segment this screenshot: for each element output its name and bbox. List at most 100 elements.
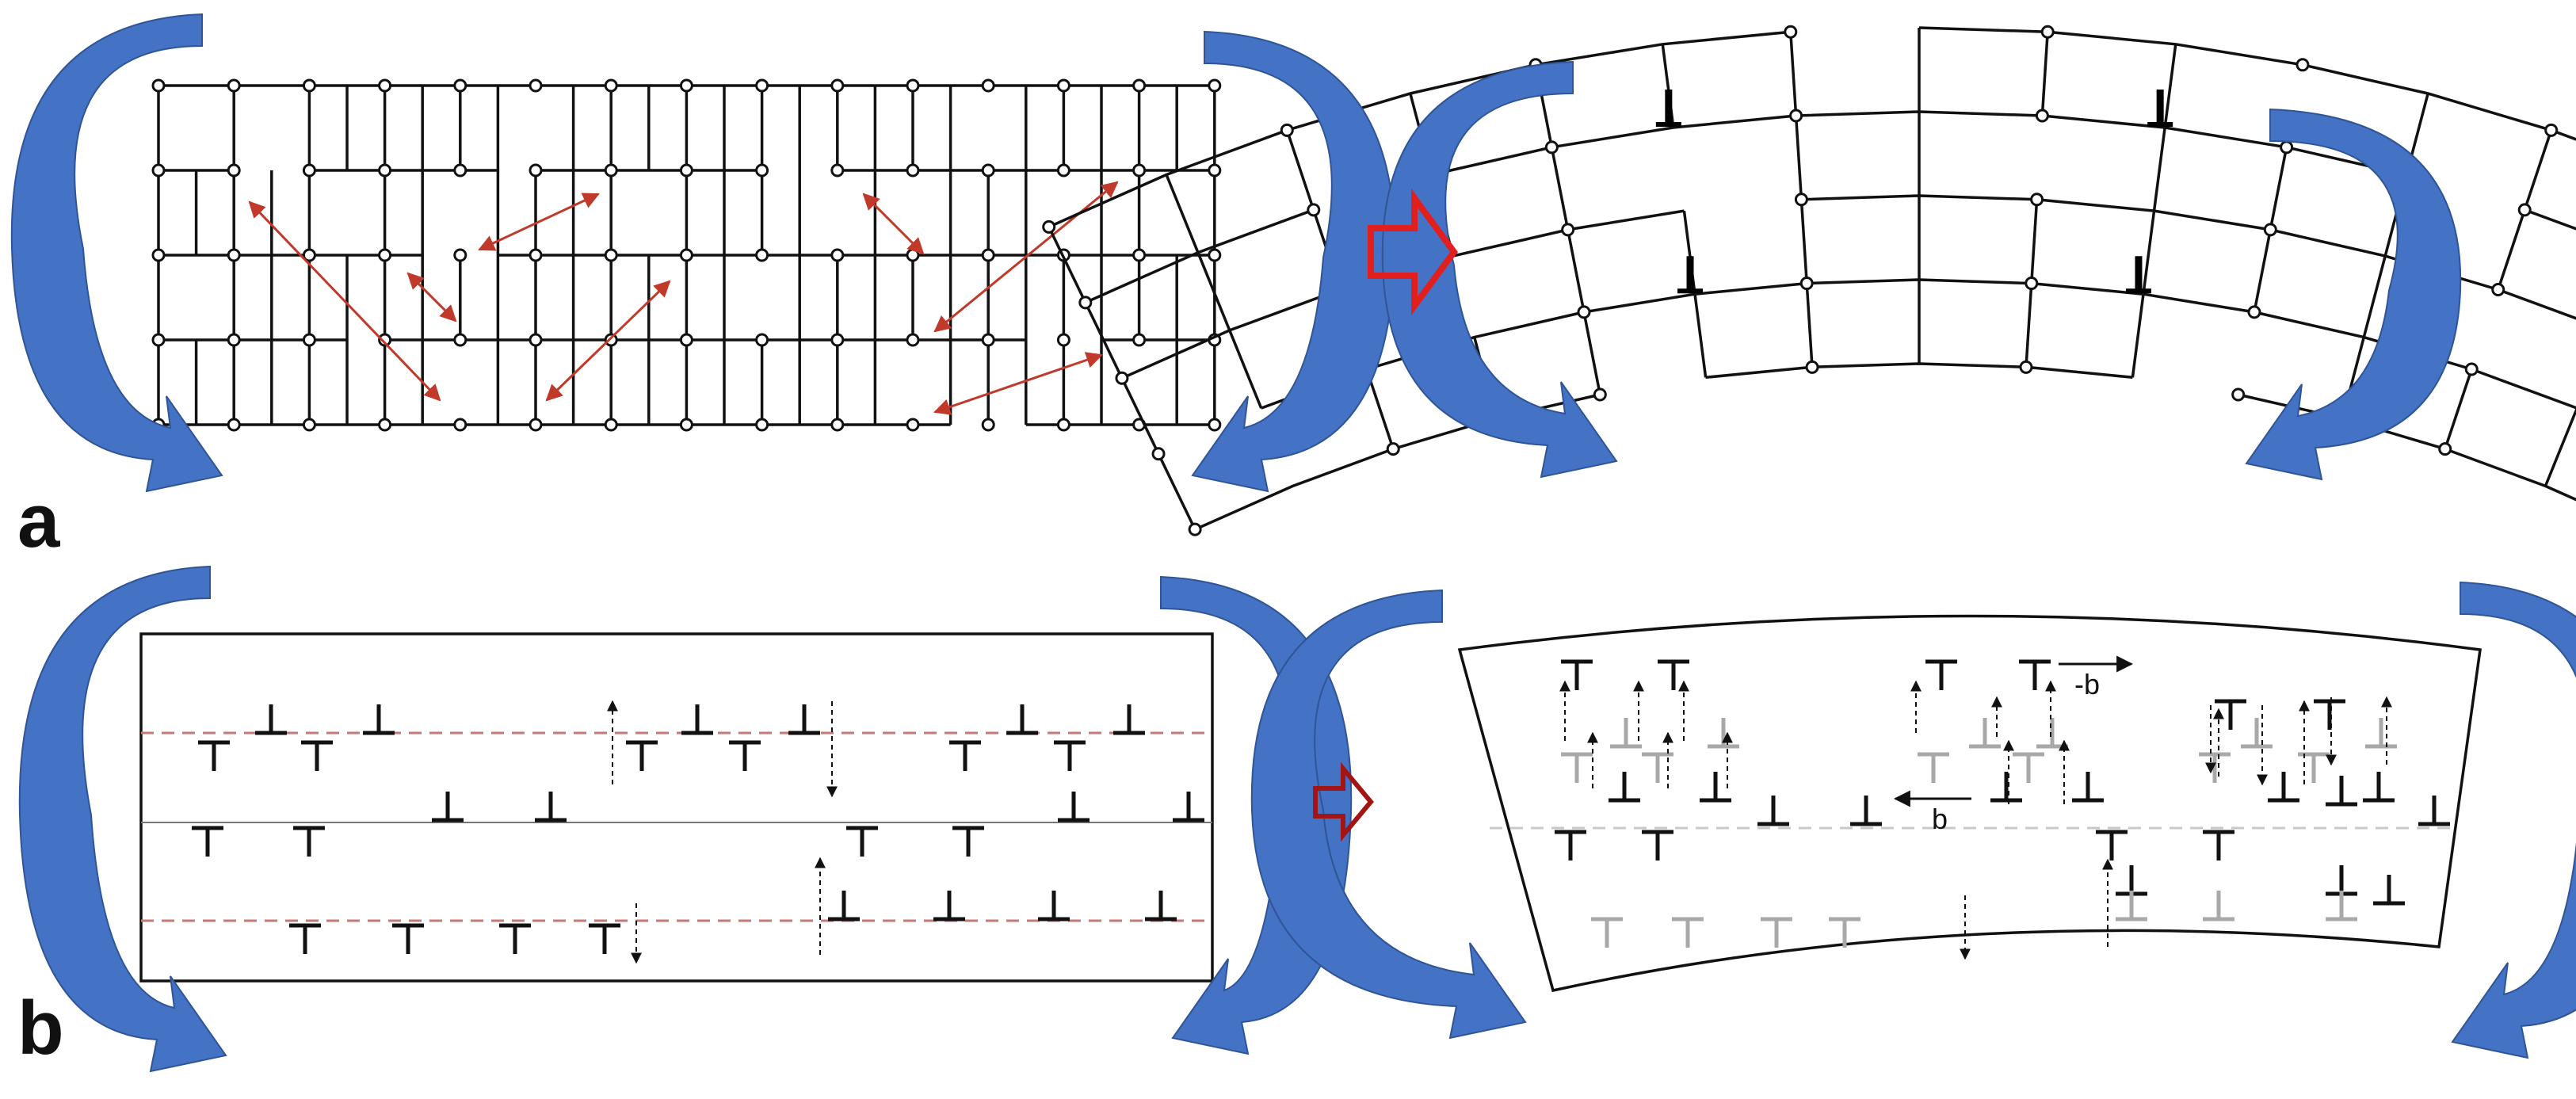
lattice-atom <box>906 248 920 262</box>
lattice-atom <box>227 163 241 177</box>
panel-label-a: a <box>17 479 60 563</box>
bent-lattice-row-line <box>2524 208 2576 231</box>
vacancy-dislocation-pair-arrow <box>406 272 457 322</box>
bent-lattice-atom <box>1151 447 1166 461</box>
vacancy-dislocation-pair-arrow <box>545 280 671 402</box>
bent-lattice-atom <box>1188 522 1202 536</box>
rotation-arrow-a-bent-right <box>2245 108 2462 481</box>
bent-lattice-atom <box>2491 282 2505 296</box>
lattice-atom <box>679 78 693 93</box>
lattice-atom <box>529 78 543 93</box>
lattice-atom <box>1208 418 1222 432</box>
lattice-atom <box>755 163 769 177</box>
lattice-atom <box>981 248 995 262</box>
lattice-atom <box>981 163 995 177</box>
vacancy-dislocation-pair-arrow <box>248 200 441 402</box>
lattice-atom <box>679 333 693 347</box>
bent-lattice-atom <box>1805 360 1819 374</box>
lattice-atom <box>981 333 995 347</box>
bent-lattice-atom <box>2247 305 2261 319</box>
lattice-atom <box>906 333 920 347</box>
bent-lattice-row-line <box>1705 362 2133 380</box>
bent-lattice-column-line <box>1165 174 1263 409</box>
bent-lattice-row-line <box>1048 30 1791 228</box>
lattice-atom <box>151 163 166 177</box>
lattice-atom <box>302 163 316 177</box>
rotation-arrow-b-bent-left <box>1250 589 1527 1040</box>
rotation-arrow-b-left <box>18 565 227 1073</box>
panel-b-bent-crystal <box>1457 614 2482 993</box>
lattice-atom <box>679 163 693 177</box>
lattice-atom <box>755 418 769 432</box>
lattice-atom <box>1132 333 1147 347</box>
bent-lattice-atom <box>2517 203 2532 217</box>
bent-lattice-column-line <box>2131 44 2177 378</box>
bent-crystal-outline <box>1457 614 2482 993</box>
lattice-atom <box>529 248 543 262</box>
bent-lattice-atom <box>2019 360 2033 374</box>
rotation-arrow-b-bent-right <box>2451 581 2576 1059</box>
lattice-atom <box>1056 418 1070 432</box>
bent-lattice-atom <box>2296 58 2310 72</box>
bent-lattice-atom <box>2464 362 2479 376</box>
bent-lattice-atom <box>1307 203 1321 217</box>
bent-lattice-atom <box>2280 140 2294 155</box>
bent-lattice-atom <box>1280 123 1294 137</box>
lattice-atom <box>302 333 316 347</box>
lattice-atom <box>1056 333 1070 347</box>
bent-lattice-atom <box>2231 387 2246 402</box>
burgers-vector-negative-label: -b <box>2074 668 2100 700</box>
lattice-atom <box>604 333 618 347</box>
lattice-atom <box>378 418 392 432</box>
bent-lattice-atom <box>1561 223 1575 237</box>
lattice-atom <box>755 78 769 93</box>
lattice-atom <box>302 78 316 93</box>
bent-lattice-column-line <box>2444 368 2473 450</box>
lattice-atom <box>378 163 392 177</box>
lattice-atom <box>227 418 241 432</box>
lattice-atom <box>1056 78 1070 93</box>
lattice-atom <box>1208 163 1222 177</box>
vacancy-dislocation-pair-arrow <box>933 352 1103 415</box>
vacancy-dislocation-pair-arrow <box>478 193 600 251</box>
lattice-atom <box>227 333 241 347</box>
bent-lattice-row-line <box>1261 278 2576 410</box>
bent-lattice-column-line <box>2040 32 2049 116</box>
bent-lattice-atom <box>2035 109 2049 123</box>
rotation-arrow-a-right <box>1191 30 1396 493</box>
lattice-atom <box>906 163 920 177</box>
vacancy-dislocation-pair-arrow <box>933 181 1119 333</box>
bent-lattice-atom <box>2438 442 2452 456</box>
crystal-outline <box>139 632 1214 983</box>
lattice-atom <box>981 78 995 93</box>
lattice-atom <box>529 418 543 432</box>
bent-lattice-atom <box>1593 387 1607 402</box>
bent-lattice-atom <box>1115 371 1129 385</box>
lattice-atom <box>453 163 467 177</box>
bent-lattice-atom <box>1794 193 1808 207</box>
bent-lattice-column-line <box>2341 93 2429 419</box>
rotation-arrows <box>10 13 2576 1073</box>
lattice-atom <box>1208 78 1222 93</box>
lattice-atom <box>1132 163 1147 177</box>
lattice-atom <box>378 248 392 262</box>
bent-lattice-atom <box>1042 219 1056 234</box>
rotation-arrow-a-bent-left <box>1381 60 1618 479</box>
bent-lattice-atom <box>2544 123 2559 137</box>
transition-arrow-a <box>1368 188 1458 316</box>
bent-lattice-atom <box>1078 296 1093 310</box>
bent-lattice-atom <box>2263 223 2277 237</box>
bent-lattice-row-line <box>1918 26 2576 141</box>
bent-lattice-atom <box>2030 193 2044 207</box>
rotation-arrow-a-left <box>10 13 223 493</box>
lattice-atom <box>529 333 543 347</box>
lattice-atom <box>529 163 543 177</box>
vacancy-dislocation-pair-arrow <box>862 193 925 255</box>
lattice-atom <box>1132 78 1147 93</box>
lattice-atom <box>755 248 769 262</box>
lattice-atom <box>830 333 845 347</box>
lattice-atom <box>830 418 845 432</box>
lattice-atom <box>906 418 920 432</box>
